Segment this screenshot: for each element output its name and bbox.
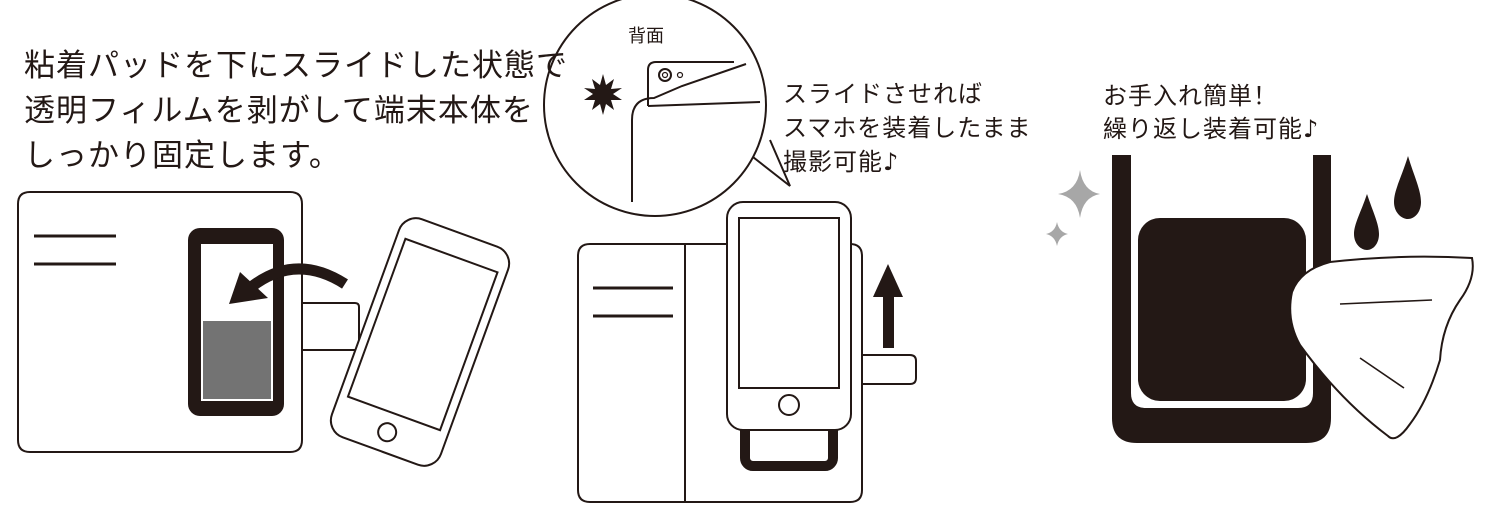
panel1-instruction-text: 粘着パッドを下にスライドした状態で 透明フィルムを剥がして端末本体を しっかり固… <box>24 44 568 179</box>
adhesive-pad <box>203 321 271 399</box>
home-button-icon <box>377 422 398 443</box>
caption-line: 繰り返し装着可能♪ <box>1103 115 1320 143</box>
insert-arrow <box>246 263 348 293</box>
instruction-line: しっかり固定します。 <box>24 138 341 174</box>
water-drop-small-icon <box>1354 194 1379 250</box>
case-tab-right <box>860 354 917 385</box>
camera-module <box>647 61 734 106</box>
sparkle-large-icon <box>1058 170 1100 218</box>
instruction-line: 透明フィルムを剥がして端末本体を <box>24 93 534 129</box>
camera-module-edge <box>647 101 761 107</box>
insert-arrow-head <box>229 272 268 304</box>
panel3-illustration <box>1046 155 1474 443</box>
camera-lens-inner-icon <box>661 71 669 79</box>
callout-line: スマホを装着したまま <box>783 114 1032 142</box>
starburst-icon <box>584 74 622 115</box>
panel2-illustration <box>543 0 917 503</box>
instruction-line: 粘着パッドを下にスライドした状態で <box>24 48 568 84</box>
back-view-label: 背面 <box>628 26 664 47</box>
zoom-callout-circle <box>543 0 767 217</box>
flash-icon <box>676 71 684 79</box>
home-button-icon <box>778 394 800 416</box>
callout-line: 撮影可能♪ <box>783 148 900 176</box>
slide-up-arrow-head <box>873 264 903 297</box>
caption-line: お手入れ簡単！ <box>1103 82 1278 110</box>
smartphone-tilted <box>329 217 511 467</box>
panel2-callout-text: スライドさせれば スマホを装着したまま 撮影可能♪ <box>783 77 1032 179</box>
callout-line: スライドさせれば <box>783 80 983 108</box>
case-tab-left <box>298 302 360 351</box>
adhesive-pad-large <box>1138 218 1306 401</box>
cloth-fold-line <box>1359 357 1405 389</box>
phone-back-outline <box>631 63 747 202</box>
sparkle-small-icon <box>1046 222 1068 246</box>
phone-screen <box>738 217 840 389</box>
cleaning-cloth <box>1289 255 1474 440</box>
panel3-caption: お手入れ簡単！ 繰り返し装着可能♪ <box>1103 80 1319 146</box>
cloth-fold-line <box>1339 299 1433 305</box>
water-drop-large-icon <box>1394 156 1421 219</box>
panel1-illustration <box>17 191 511 467</box>
slide-up-arrow-shaft <box>883 292 894 348</box>
